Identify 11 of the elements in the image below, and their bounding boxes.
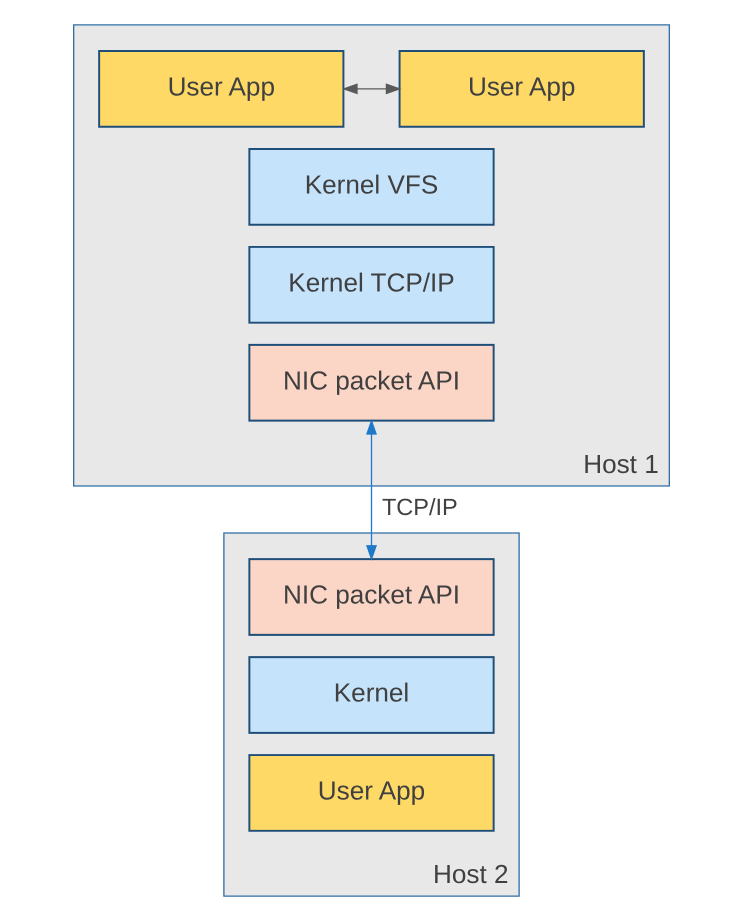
node-box: NIC packet API (248, 558, 495, 636)
node-box: Kernel VFS (248, 147, 495, 226)
node-box: User App (248, 754, 495, 832)
node-box: User App (398, 50, 645, 128)
arrow (342, 82, 402, 94)
node-box: User App (98, 50, 344, 128)
edge-label: TCP/IP (382, 494, 458, 520)
node-box: NIC packet API (248, 343, 495, 422)
arrow (366, 418, 377, 560)
node-box: Kernel TCP/IP (248, 245, 495, 324)
node-box: Kernel (248, 656, 495, 734)
